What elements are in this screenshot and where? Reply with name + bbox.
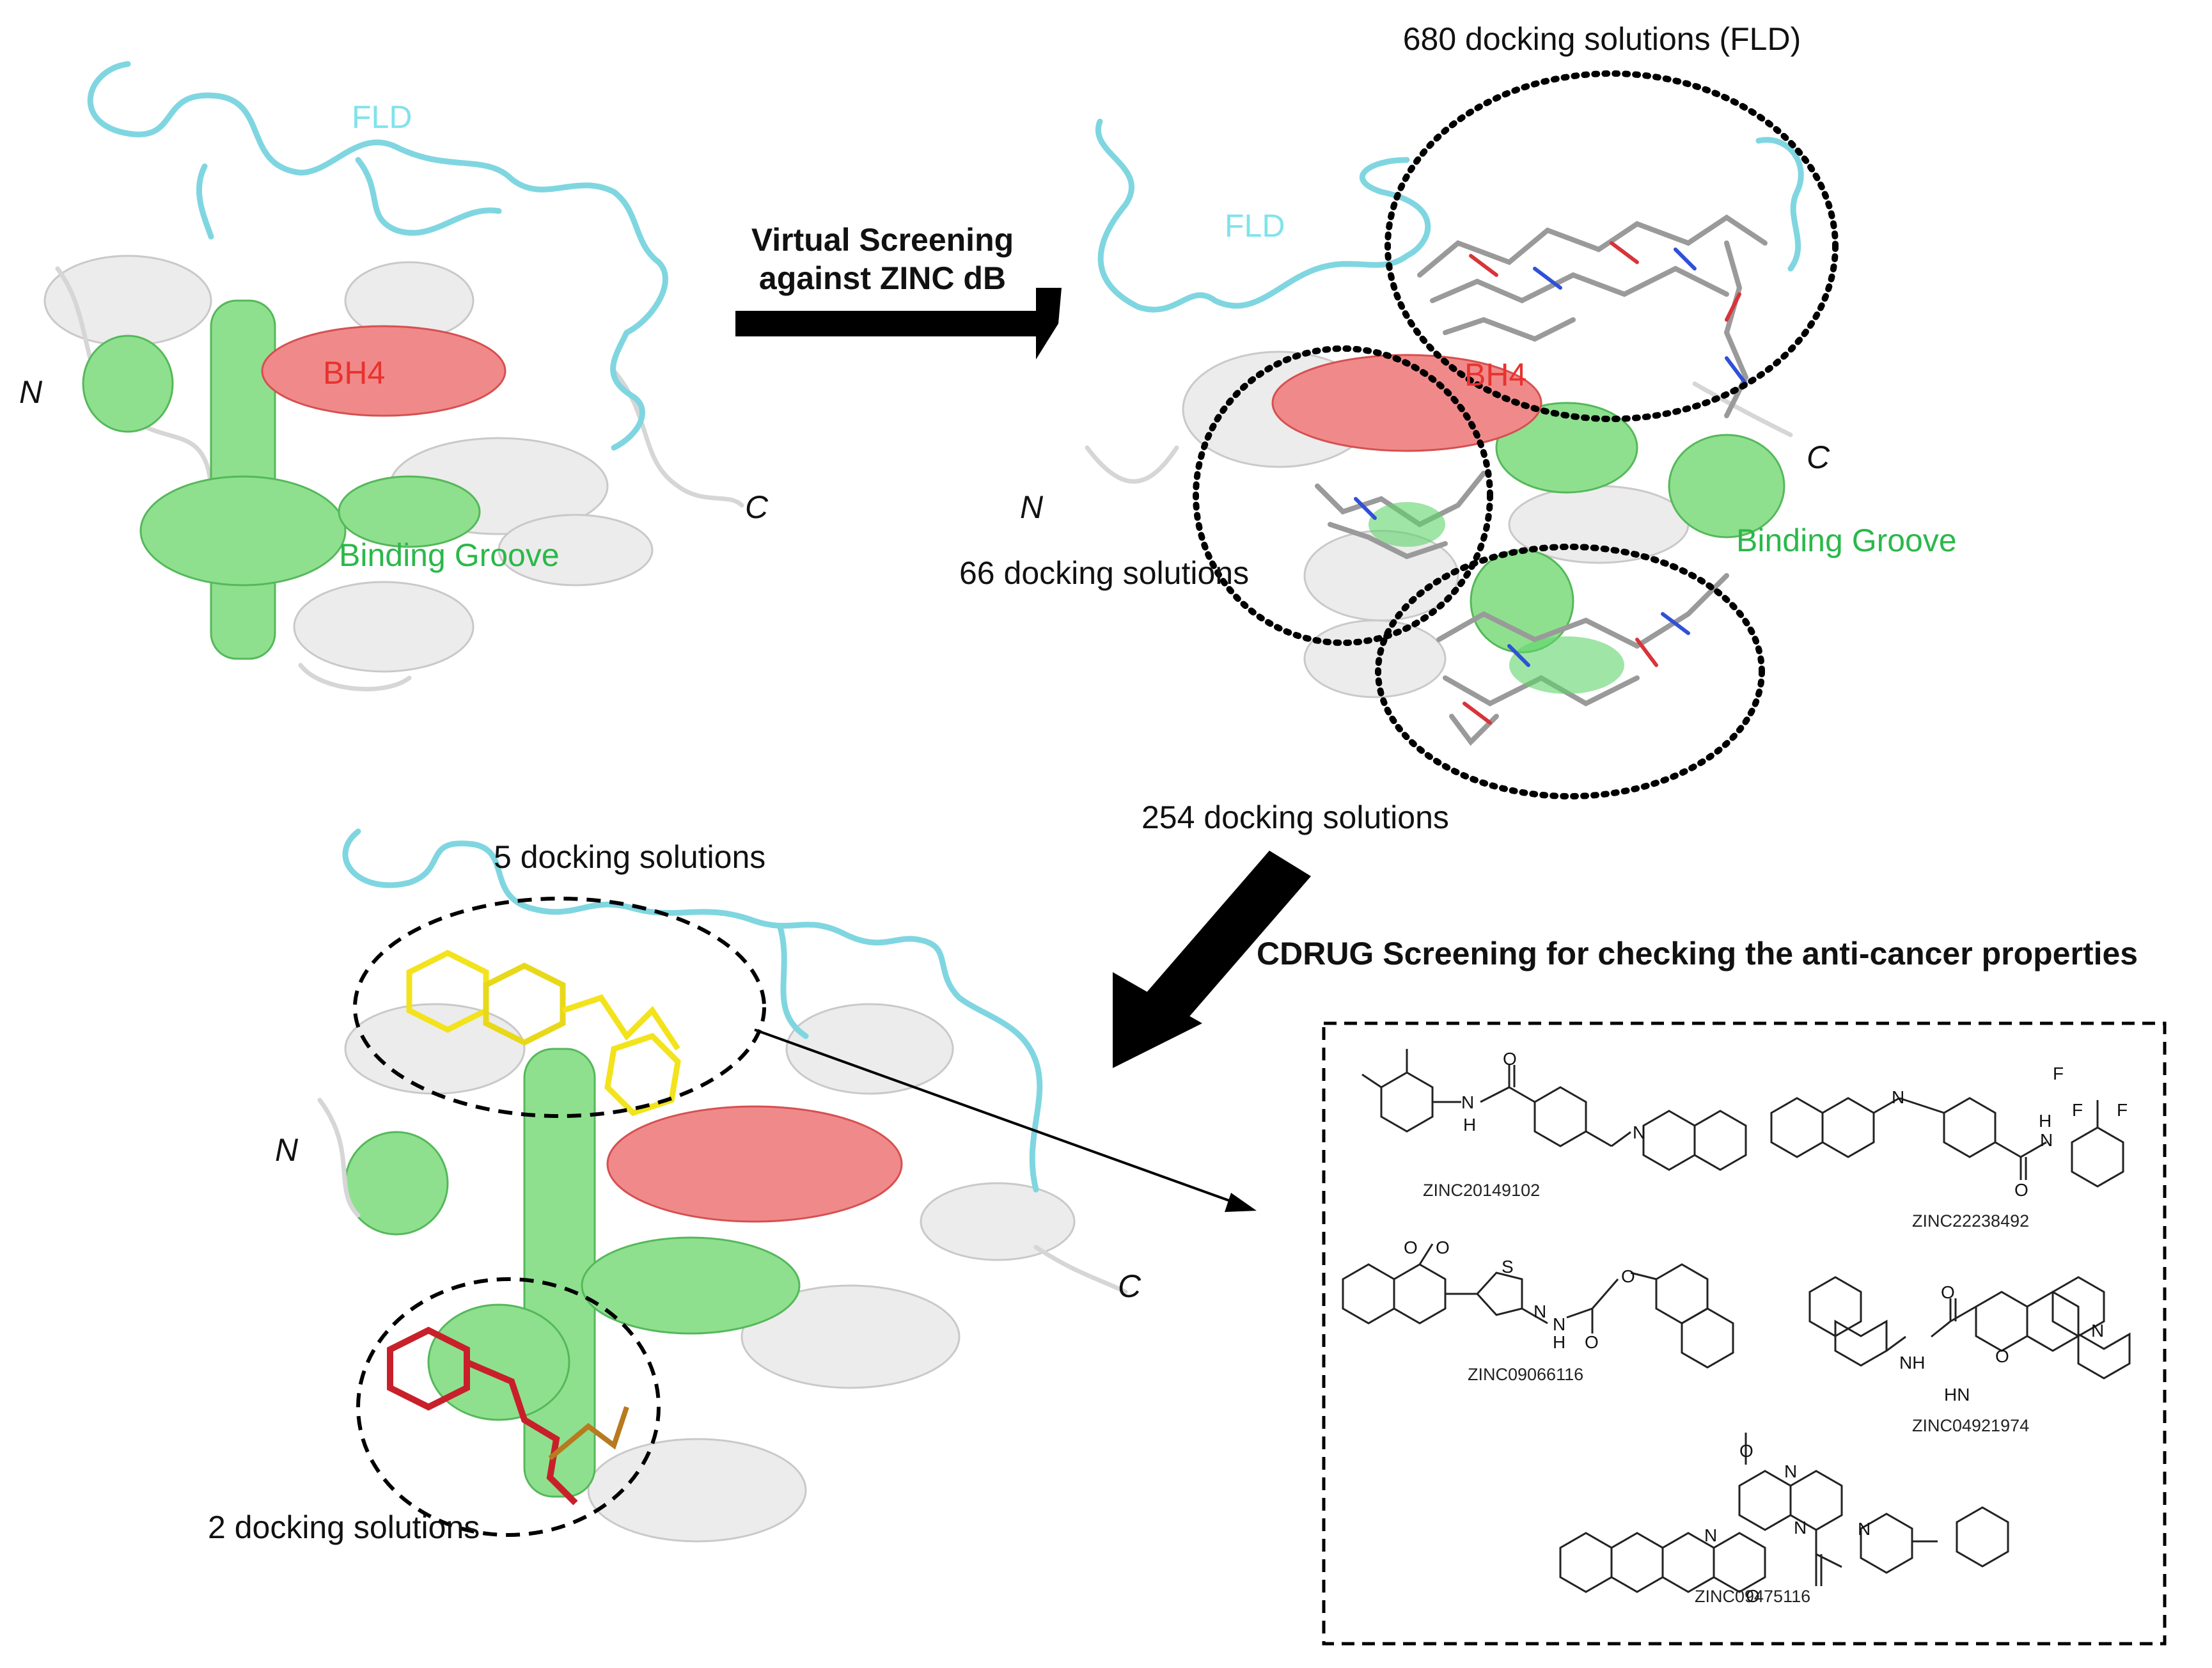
compound-5-atom-n1: N <box>1784 1461 1797 1481</box>
compound-1-atom-o: O <box>1503 1049 1517 1069</box>
compound-5-atom-n3: N <box>1794 1518 1807 1538</box>
compound-5-id: ZINC09475116 <box>1695 1587 1810 1606</box>
c-terminus-label-bottom: C <box>1118 1268 1141 1304</box>
compound-4-id: ZINC04921974 <box>1912 1416 2029 1435</box>
ligand-cluster-fld <box>1417 214 1768 418</box>
protein-structure-bottom <box>317 828 1128 1543</box>
compound-5-structure <box>1559 1433 2009 1593</box>
compound-3-atom-n2: N <box>1553 1314 1565 1334</box>
solutions-2-label: 2 docking solutions <box>208 1509 480 1545</box>
compound-2-atom-f2: F <box>2072 1100 2083 1120</box>
protein-structure-top-left <box>43 61 744 691</box>
compound-1-structure <box>1361 1049 1747 1171</box>
compound-2-atom-n2: N <box>2040 1130 2053 1150</box>
compound-3-structure <box>1342 1243 1734 1369</box>
compound-3-atom-o3: O <box>1585 1332 1599 1352</box>
compound-2-atom-f3: F <box>2117 1100 2128 1120</box>
solutions-5-label: 5 docking solutions <box>494 839 765 875</box>
fld-loop <box>87 61 668 451</box>
n-terminus-label-bottom: N <box>275 1132 299 1168</box>
bh4-helix <box>261 325 506 417</box>
compound-2-atom-h: H <box>2039 1111 2051 1131</box>
bh4-label-top-left: BH4 <box>323 355 385 391</box>
ligand-yellow <box>406 949 681 1117</box>
compound-3-id: ZINC09066116 <box>1468 1365 1583 1384</box>
compound-4-atom-o2: O <box>1995 1346 2009 1366</box>
compound-3-atom-o1: O <box>1404 1238 1418 1257</box>
groove-region-ellipse <box>1375 544 1765 799</box>
compound-4-atom-hn: HN <box>1944 1385 1970 1404</box>
solutions-254-label: 254 docking solutions <box>1141 799 1449 835</box>
compound-3-atom-n: N <box>1533 1302 1546 1321</box>
c-terminus-label-top-left: C <box>745 489 769 525</box>
ellipse-5-solutions <box>353 897 766 1118</box>
solutions-66-label: 66 docking solutions <box>959 555 1249 591</box>
ligand-cluster-66 <box>1315 471 1486 560</box>
compound-2-atom-f1: F <box>2053 1064 2064 1083</box>
compound-3-atom-h: H <box>1553 1332 1565 1352</box>
compound-4-structure <box>1808 1276 2131 1380</box>
binding-groove-helices <box>82 299 481 660</box>
protein-structure-top-right <box>1085 118 1804 746</box>
compounds-box <box>1322 1021 2167 1646</box>
fld-label-top-left: FLD <box>352 99 412 135</box>
virtual-screening-line2: against ZINC dB <box>759 260 1006 296</box>
compound-4-atom-nh: NH <box>1899 1353 1925 1373</box>
compound-3-atom-s: S <box>1502 1257 1514 1277</box>
c-terminus-label-top-right: C <box>1807 439 1830 475</box>
compound-3-atom-o4: O <box>1621 1266 1635 1286</box>
fld-label-top-right: FLD <box>1225 208 1285 244</box>
compound-1-atom-h: H <box>1463 1115 1476 1135</box>
fld-ellipse <box>1384 70 1839 422</box>
ligand-cluster-254 <box>1436 573 1729 746</box>
pointer-arrow <box>754 1028 1257 1212</box>
compound-1-id: ZINC20149102 <box>1423 1181 1540 1200</box>
cdrug-screening-label: CDRUG Screening for checking the anti-ca… <box>1257 936 2138 972</box>
n-terminus-label-top-right: N <box>1020 489 1044 525</box>
binding-groove-label-top-right: Binding Groove <box>1736 523 1957 558</box>
compound-2-atom-o: O <box>2014 1180 2028 1200</box>
grey-helices <box>43 255 654 673</box>
ligand-red <box>387 1326 629 1506</box>
compound-1-atom-n2: N <box>1633 1122 1645 1142</box>
virtual-screening-line1: Virtual Screening <box>751 222 1014 258</box>
ellipse-2-solutions <box>356 1277 661 1537</box>
bh4-label-top-right: BH4 <box>1464 357 1526 393</box>
compound-5-atom-n2: N <box>1704 1525 1717 1545</box>
bh4-region-ellipse <box>1193 345 1493 646</box>
compound-1-atom-n: N <box>1461 1092 1474 1112</box>
fld-solutions-label: 680 docking solutions (FLD) <box>1403 21 1801 57</box>
binding-groove-label-top-left: Binding Groove <box>339 537 560 573</box>
compound-2-id: ZINC22238492 <box>1912 1211 2029 1231</box>
compound-5-atom-n4: N <box>1858 1519 1871 1539</box>
compound-2-structure <box>1770 1097 2124 1188</box>
compound-5-atom-o: O <box>1739 1441 1753 1461</box>
compound-4-atom-n: N <box>2091 1321 2104 1341</box>
compound-4-atom-o: O <box>1941 1282 1955 1302</box>
step2-arrow <box>1113 851 1311 1068</box>
compound-3-atom-o2: O <box>1436 1238 1450 1257</box>
step1-arrow <box>735 288 1062 359</box>
compound-5-atom-o2: O <box>1746 1586 1760 1606</box>
compound-2-atom-n: N <box>1892 1087 1904 1107</box>
n-terminus-label-top-left: N <box>19 374 43 410</box>
